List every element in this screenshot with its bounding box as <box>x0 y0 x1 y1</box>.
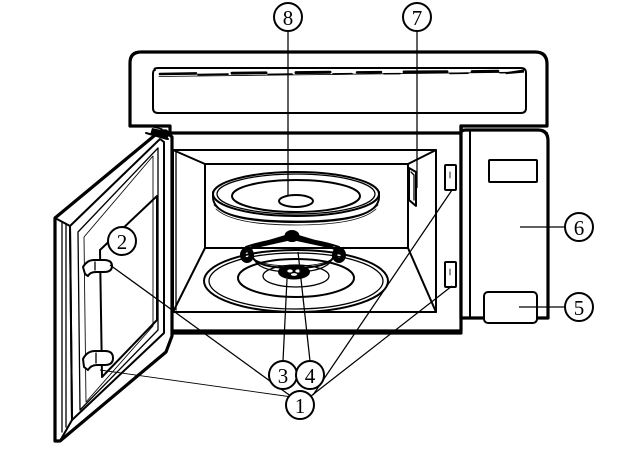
leader-1c <box>310 285 453 397</box>
leader-1a <box>99 369 293 398</box>
control-panel[interactable] <box>459 128 550 324</box>
callout-5[interactable]: 5 <box>564 292 594 322</box>
callout-2-label: 2 <box>117 230 128 254</box>
interlock-slot-lower <box>444 261 457 288</box>
leader-1b <box>109 264 293 398</box>
door-hinge <box>145 125 170 140</box>
door-safety-interlock-slots <box>444 164 457 288</box>
callout-4-label: 4 <box>305 364 316 388</box>
callout-8[interactable]: 8 <box>273 2 303 32</box>
top-vent-panel <box>128 50 549 135</box>
callout-3[interactable]: 3 <box>268 360 298 390</box>
callout-6-label: 6 <box>574 216 585 240</box>
callout-4[interactable]: 4 <box>295 360 325 390</box>
callout-1-label: 1 <box>295 394 306 418</box>
leader-lines <box>99 31 565 398</box>
cavity-floor-turntable-seat <box>203 249 389 313</box>
callout-7-label: 7 <box>412 6 423 30</box>
waveguide-cover <box>408 167 417 207</box>
leader-1d <box>312 189 453 396</box>
door-latch-hook-lower <box>82 350 114 371</box>
callout-6[interactable]: 6 <box>564 212 594 242</box>
display-window <box>488 159 538 183</box>
vent-grille-texture <box>158 69 524 77</box>
callout-8-label: 8 <box>283 6 294 30</box>
callout-5-label: 5 <box>574 296 585 320</box>
callout-1[interactable]: 1 <box>285 390 315 420</box>
leader-3 <box>282 278 288 362</box>
callout-2[interactable]: 2 <box>107 226 137 256</box>
interlock-slot-upper <box>444 164 457 191</box>
callout-bubbles: 8 7 6 5 2 3 <box>107 2 594 420</box>
glass-turntable-tray <box>212 171 380 226</box>
oven-door[interactable] <box>53 125 174 443</box>
callout-7[interactable]: 7 <box>402 2 432 32</box>
leader-4 <box>297 251 311 362</box>
turntable-shaft-coupler <box>278 264 310 280</box>
callout-3-label: 3 <box>278 364 289 388</box>
